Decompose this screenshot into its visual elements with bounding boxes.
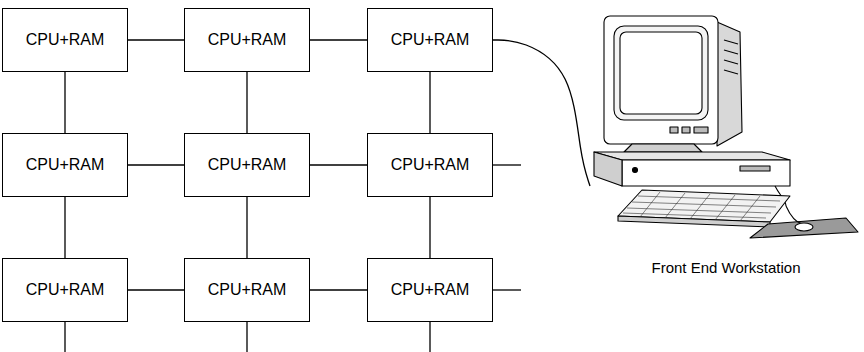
mesh-link <box>310 39 367 40</box>
processor-box: CPU+RAM <box>2 8 128 72</box>
mesh-link <box>64 197 65 258</box>
node-label: CPU+RAM <box>26 156 105 174</box>
mesh-link <box>128 289 184 290</box>
processor-box: CPU+RAM <box>184 8 310 72</box>
node-label: CPU+RAM <box>208 281 287 299</box>
workstation: Front End Workstation <box>590 10 862 278</box>
mesh-link <box>128 164 184 165</box>
node-label: CPU+RAM <box>391 281 470 299</box>
node-label: CPU+RAM <box>208 31 287 49</box>
host-link <box>493 40 590 186</box>
node-label: CPU+RAM <box>26 281 105 299</box>
workstation-icon <box>594 16 858 238</box>
processor-box: CPU+RAM <box>2 258 128 322</box>
mesh-link <box>429 72 430 133</box>
mesh-link <box>246 197 247 258</box>
mesh-link <box>64 72 65 133</box>
processor-box: CPU+RAM <box>367 8 493 72</box>
node-label: CPU+RAM <box>391 31 470 49</box>
node-label: CPU+RAM <box>391 156 470 174</box>
processor-box: CPU+RAM <box>184 133 310 197</box>
workstation-label: Front End Workstation <box>590 259 862 276</box>
processor-box: CPU+RAM <box>367 258 493 322</box>
node-label: CPU+RAM <box>26 31 105 49</box>
processor-box: CPU+RAM <box>184 258 310 322</box>
mesh-link <box>310 164 367 165</box>
processor-box: CPU+RAM <box>367 133 493 197</box>
mesh-link <box>310 289 367 290</box>
node-label: CPU+RAM <box>208 156 287 174</box>
mesh-link <box>246 72 247 133</box>
mesh-link <box>128 39 184 40</box>
processor-box: CPU+RAM <box>2 133 128 197</box>
mesh-link <box>429 197 430 258</box>
